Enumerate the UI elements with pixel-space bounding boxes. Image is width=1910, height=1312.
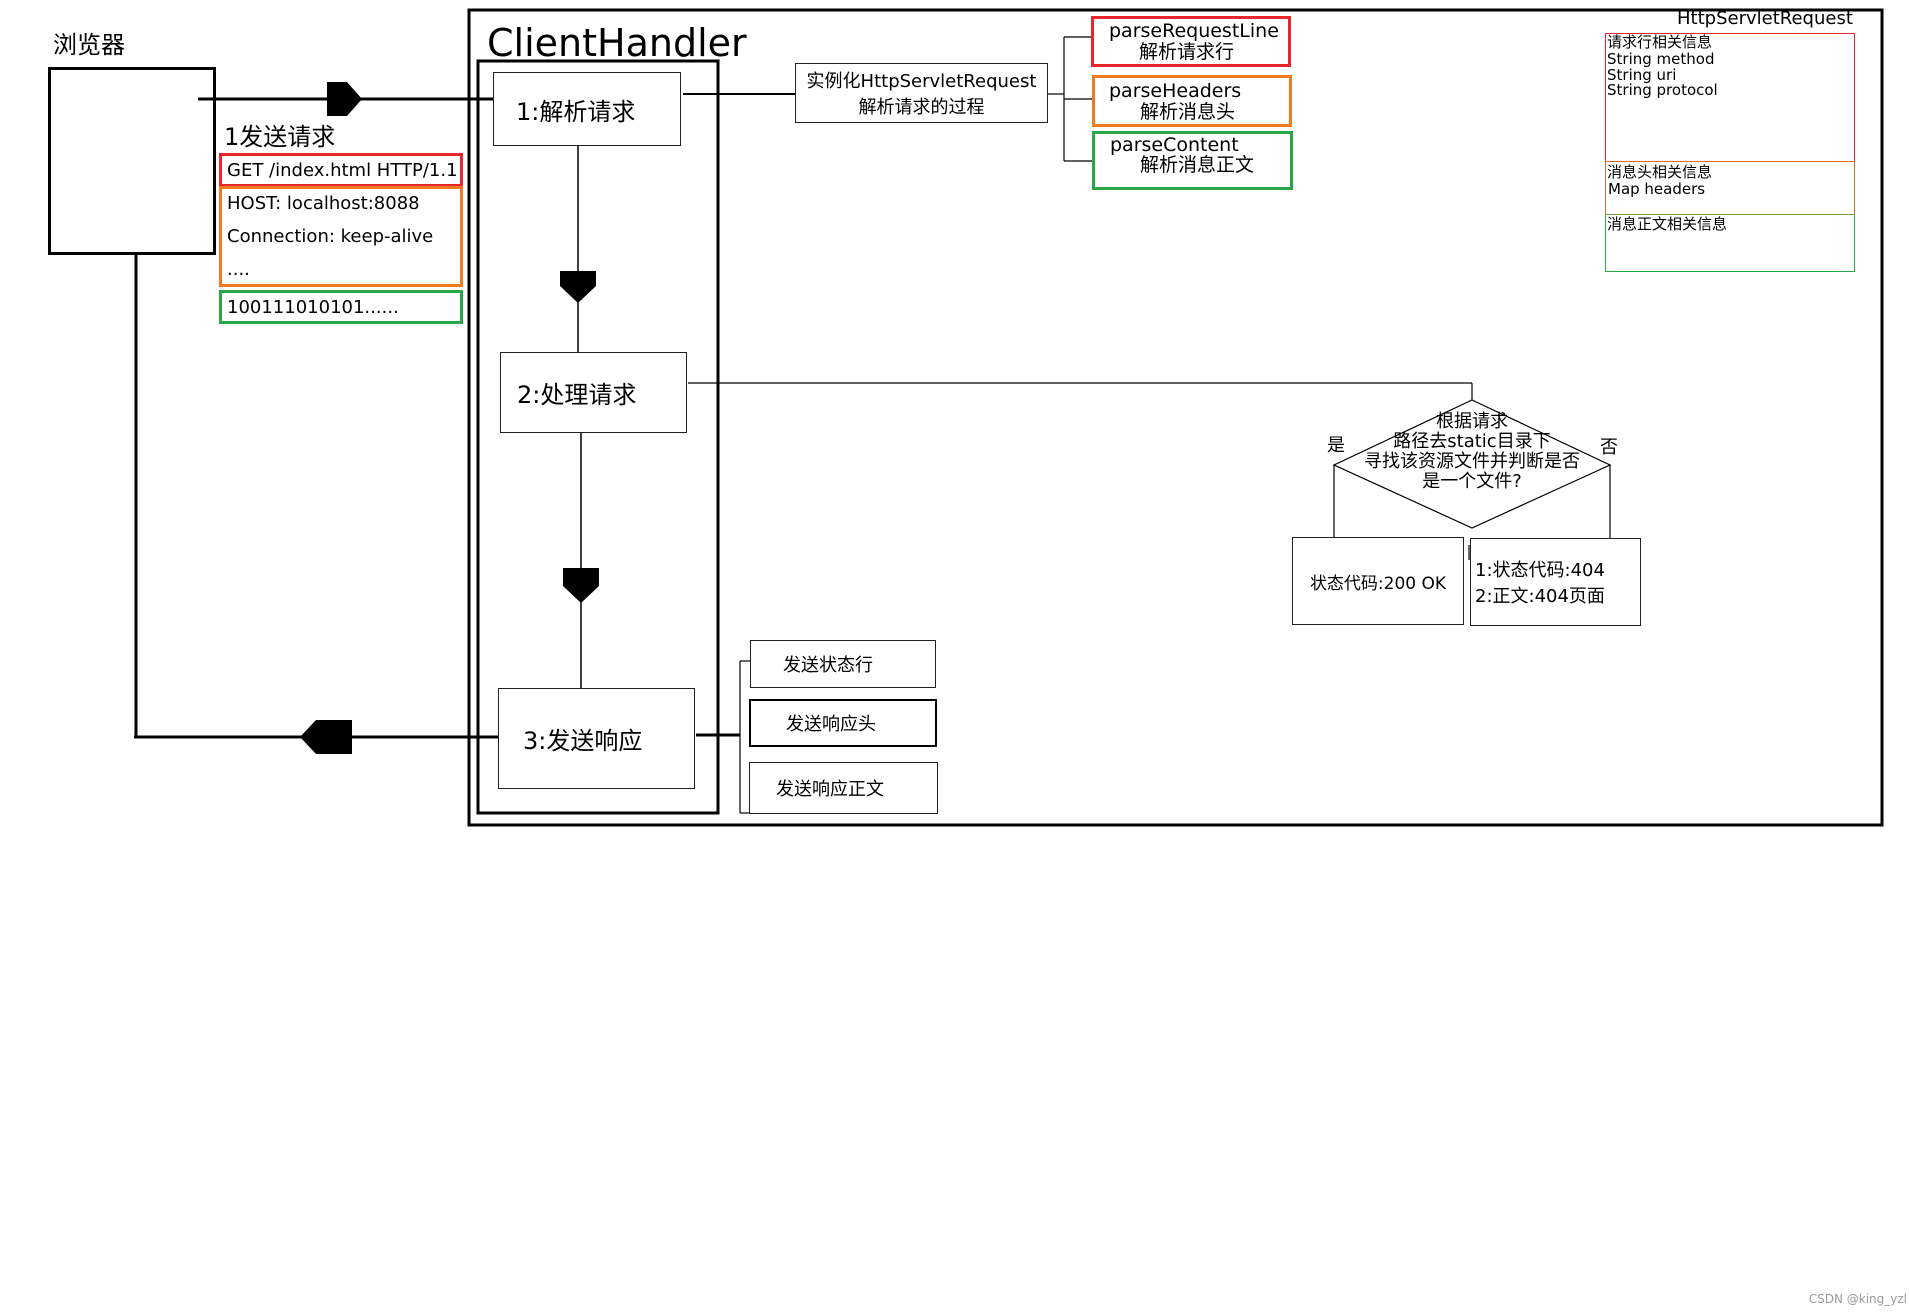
step-handle-request: 2:处理请求: [500, 352, 687, 433]
headers-section-title: 消息头相关信息: [1607, 163, 1713, 181]
parse-headers-desc: 解析消息头: [1140, 101, 1236, 123]
content-section: 消息正文相关信息: [1605, 214, 1855, 272]
decision-line-4: 是一个文件?: [1422, 471, 1522, 492]
send-body-box: 发送响应正文: [749, 762, 938, 814]
result-200-text: 状态代码:200 OK: [1309, 573, 1447, 594]
body-text: 100111010101......: [227, 297, 399, 318]
client-handler-title: ClientHandler: [487, 21, 747, 65]
content-section-title: 消息正文相关信息: [1607, 215, 1728, 233]
field-headers: Map headers: [1608, 180, 1706, 198]
headers-box: HOST: localhost:8088 Connection: keep-al…: [219, 186, 463, 287]
parse-headers-box: parseHeaders 解析消息头: [1092, 75, 1292, 127]
parse-request-line-box: parseRequestLine 解析请求行: [1091, 16, 1291, 67]
send-status-line-label: 发送状态行: [783, 655, 873, 676]
decision-line-2: 路径去static目录下: [1393, 431, 1551, 452]
instantiate-box: 实例化HttpServletRequest 解析请求的过程: [795, 63, 1048, 123]
browser-box: [48, 67, 216, 255]
request-arrow: [327, 82, 362, 116]
parse-content-desc: 解析消息正文: [1140, 154, 1255, 176]
step-parse-request-label: 1:解析请求: [516, 97, 636, 126]
field-protocol: String protocol: [1607, 81, 1718, 99]
decision-text: 根据请求 路径去static目录下 寻找该资源文件并判断是否 是一个文件?: [1342, 412, 1602, 492]
step-handle-request-label: 2:处理请求: [517, 381, 637, 409]
field-method: String method: [1607, 50, 1715, 68]
step-parse-request: 1:解析请求: [493, 72, 681, 146]
decision-line-1: 根据请求: [1436, 411, 1508, 432]
send-body-label: 发送响应正文: [776, 779, 884, 800]
header-host: HOST: localhost:8088: [227, 193, 420, 214]
parse-request-line-name: parseRequestLine: [1109, 20, 1279, 42]
send-headers-label: 发送响应头: [786, 714, 876, 735]
decision-line-3: 寻找该资源文件并判断是否: [1364, 451, 1580, 472]
parse-request-line-desc: 解析请求行: [1139, 41, 1235, 63]
instantiate-line2: 解析请求的过程: [858, 97, 985, 118]
step-send-response-label: 3:发送响应: [523, 727, 643, 755]
parse-content-name: parseContent: [1110, 134, 1239, 156]
request-line-box: GET /index.html HTTP/1.1: [219, 153, 463, 187]
down-arrow-2: [563, 568, 599, 603]
steps-column-frame: [476, 59, 720, 815]
response-arrow: [300, 720, 352, 754]
down-arrow-1: [560, 271, 596, 303]
http-servlet-request-title: HttpServletRequest: [1677, 8, 1853, 29]
decision-yes-label: 是: [1327, 435, 1345, 456]
watermark: CSDN @king_yzl: [1808, 1292, 1907, 1306]
result-200-box: 状态代码:200 OK: [1292, 537, 1464, 625]
send-status-line-box: 发送状态行: [750, 640, 936, 688]
header-more: ....: [227, 259, 250, 280]
request-line-text: GET /index.html HTTP/1.1: [227, 160, 458, 181]
request-line-section: 请求行相关信息 String method String uri String …: [1605, 33, 1855, 161]
parse-content-box: parseContent 解析消息正文: [1092, 131, 1293, 190]
result-404-box: 1:状态代码:404 2:正文:404页面: [1470, 538, 1641, 626]
request-line-section-title: 请求行相关信息: [1607, 33, 1713, 51]
parse-headers-name: parseHeaders: [1109, 80, 1242, 102]
result-404-line-2: 2:正文:404页面: [1475, 586, 1605, 607]
decision-diamond: [1332, 399, 1612, 529]
instantiate-line1: 实例化HttpServletRequest: [806, 71, 1037, 92]
body-box: 100111010101......: [219, 290, 463, 324]
step-send-response: 3:发送响应: [498, 688, 695, 789]
field-uri: String uri: [1607, 66, 1677, 84]
send-headers-box: 发送响应头: [749, 699, 937, 747]
headers-section: 消息头相关信息 Map headers: [1605, 161, 1855, 214]
browser-label: 浏览器: [53, 31, 125, 59]
send-request-label: 1发送请求: [224, 123, 336, 151]
result-404-line-1: 1:状态代码:404: [1475, 560, 1605, 581]
client-handler-frame: [467, 8, 1884, 827]
decision-no-label: 否: [1600, 437, 1618, 458]
header-connection: Connection: keep-alive: [227, 226, 434, 247]
